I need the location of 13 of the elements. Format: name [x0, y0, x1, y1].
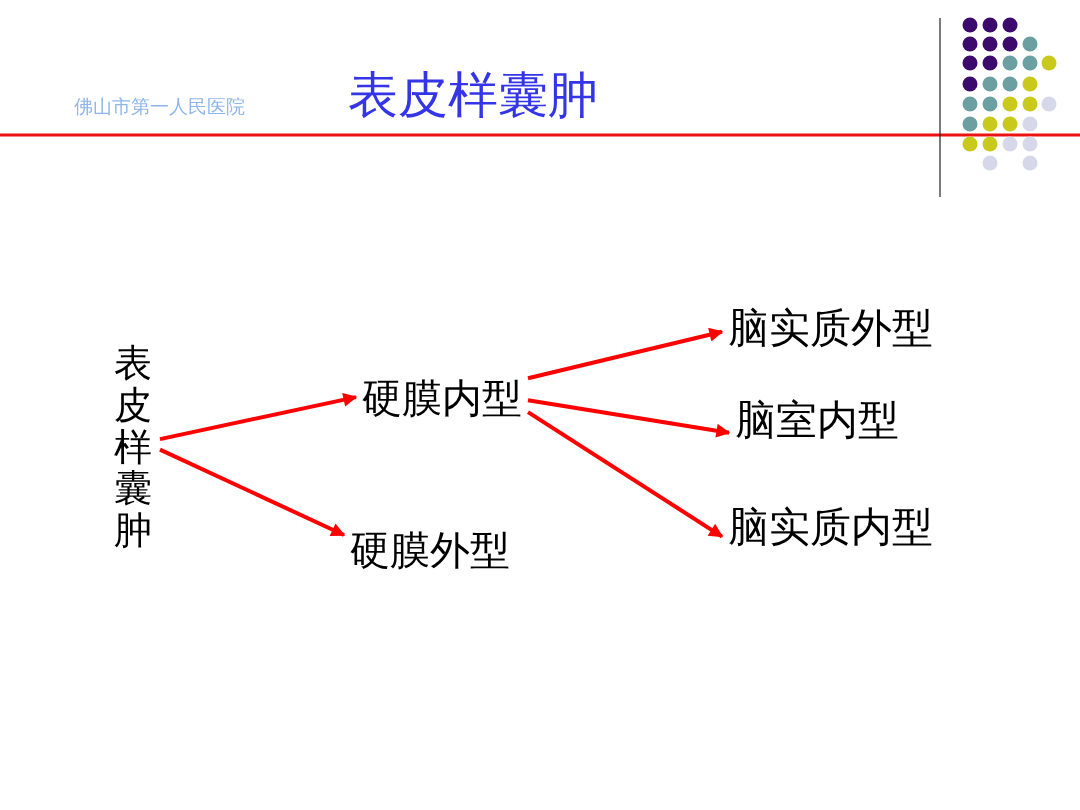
- type-label: 硬膜外型: [344, 528, 516, 572]
- type-label: 脑实质内型: [722, 505, 939, 551]
- type-label: 硬膜内型: [356, 376, 528, 420]
- arrow: [159, 392, 358, 442]
- hospital-name: 佛山市第一人民医院: [74, 96, 245, 119]
- type-label: 脑室内型: [729, 398, 905, 444]
- arrow: [526, 410, 724, 539]
- arrow: [159, 447, 346, 537]
- slide-title: 表皮样囊肿: [348, 66, 598, 125]
- type-label: 脑实质外型: [722, 306, 939, 352]
- arrow: [527, 327, 724, 381]
- arrow: [527, 398, 731, 438]
- vertical-label: 表皮样囊肿: [106, 343, 160, 552]
